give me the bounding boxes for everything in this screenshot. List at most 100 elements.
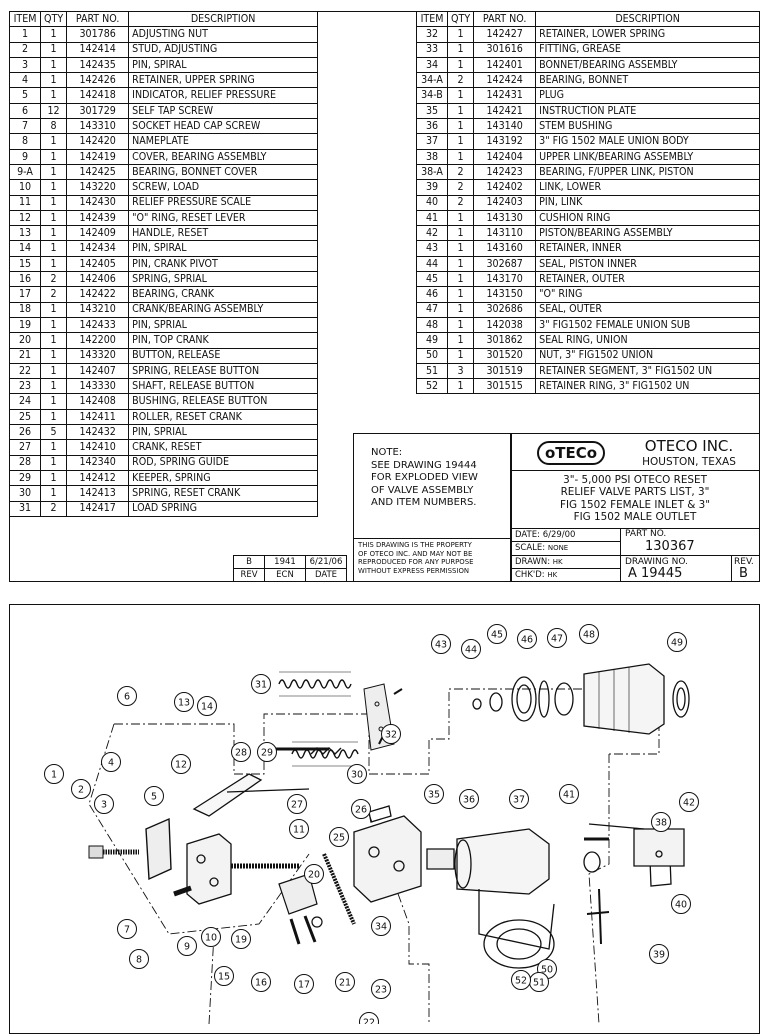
cell-qty: 1 — [39, 347, 68, 364]
cell-item: 17 — [9, 286, 41, 303]
cell-desc: CUSHION RING — [535, 209, 760, 227]
drawn-field: DRAWN: HK — [515, 557, 563, 567]
cell-item: 43 — [416, 240, 448, 257]
balloon-circle — [44, 764, 64, 784]
cell-qty: 1 — [39, 209, 68, 227]
part-no-value: 130367 — [645, 539, 695, 554]
notice-line: OF OTECO INC. AND MAY NOT BE — [358, 549, 473, 558]
balloon-circle — [651, 812, 671, 832]
chkd-label: CHK'D: — [515, 570, 545, 580]
cell-part: 142419 — [66, 148, 130, 165]
cell-qty: 1 — [446, 209, 475, 227]
balloon-label: 14 — [201, 702, 213, 713]
cell-qty: 1 — [446, 378, 475, 395]
title-line: FIG 1502 FEMALE INLET & 3" — [559, 498, 711, 511]
balloon-label: 7 — [124, 925, 130, 936]
balloon-circle — [431, 634, 451, 654]
cell-qty: 1 — [446, 26, 475, 43]
drawn-value: HK — [552, 558, 563, 566]
balloon-circle — [547, 628, 567, 648]
col-desc: DESCRIPTION — [535, 10, 760, 28]
cell-qty: 1 — [39, 469, 68, 487]
cell-part: 142414 — [66, 41, 130, 58]
cell-desc: SEAL, PISTON INNER — [535, 255, 760, 273]
cell-item: 51 — [416, 362, 448, 380]
cell-desc: SPRING, RELEASE BUTTON — [128, 362, 318, 380]
cell-part: 142435 — [66, 56, 130, 74]
balloon-label: 28 — [235, 748, 247, 759]
balloon-label: 31 — [255, 680, 267, 691]
drawn-label: DRAWN: — [515, 557, 551, 567]
cell-part: 143130 — [473, 209, 537, 227]
cell-part: 143220 — [66, 179, 130, 196]
cell-part: 143330 — [66, 378, 130, 395]
cell-part: 142426 — [66, 72, 130, 89]
balloon-label: 37 — [513, 795, 525, 806]
balloon-label: 39 — [653, 950, 665, 961]
cell-item: 38 — [416, 148, 448, 165]
balloon-circle — [371, 916, 391, 936]
chkd-value: HK — [547, 571, 558, 579]
cell-part: 142433 — [66, 316, 130, 334]
balloon-circle — [671, 894, 691, 914]
reset-handle-drawing — [192, 747, 342, 817]
cell-part: 142425 — [66, 163, 130, 181]
cell-part: 142424 — [473, 72, 537, 89]
cell-qty: 1 — [39, 72, 68, 89]
balloon-label: 34 — [375, 922, 387, 933]
balloon-label: 17 — [298, 980, 310, 991]
cell-qty: 1 — [446, 41, 475, 58]
notice-line: REPRODUCED FOR ANY PURPOSE — [358, 558, 474, 566]
cell-qty: 1 — [446, 240, 475, 257]
cell-qty: 1 — [39, 255, 68, 273]
balloon-circle — [424, 784, 444, 804]
chkd-field: CHK'D: HK — [515, 570, 557, 580]
cell-qty: 1 — [39, 87, 68, 104]
cell-qty: 1 — [39, 485, 68, 502]
load-spring-drawing — [278, 671, 359, 767]
cell-desc: "O" RING — [535, 286, 760, 303]
cell-part: 142427 — [473, 26, 537, 43]
cell-part: 302687 — [473, 255, 537, 273]
note-line: NOTE: — [371, 447, 403, 458]
cell-qty: 2 — [39, 500, 68, 517]
rev-header: REV — [233, 568, 265, 582]
cell-part: 142420 — [66, 133, 130, 150]
cell-qty: 2 — [446, 179, 475, 196]
cell-desc: RETAINER, UPPER SPRING — [128, 72, 318, 89]
cell-item: 42 — [416, 225, 448, 242]
cell-qty: 1 — [39, 26, 68, 43]
cell-qty: 1 — [39, 393, 68, 410]
adjusting-stud-drawing — [88, 817, 172, 881]
cell-desc: PIN, SPRIAL — [128, 424, 318, 441]
cell-item: 13 — [9, 225, 41, 242]
balloon-label: 30 — [351, 770, 363, 781]
cell-qty: 1 — [446, 118, 475, 135]
cell-qty: 1 — [446, 148, 475, 165]
cell-part: 142409 — [66, 225, 130, 242]
cell-desc: CRANK, RESET — [128, 439, 318, 456]
cell-item: 8 — [9, 133, 41, 150]
cell-desc: SPRING, SPRIAL — [128, 271, 318, 288]
balloon-label: 52 — [515, 976, 527, 987]
cell-part: 142417 — [66, 500, 130, 517]
title-line: 3"- 5,000 PSI OTECO RESET — [563, 474, 707, 486]
note: NOTE: SEE DRAWING 19444 FOR EXPLODED VIE… — [371, 447, 478, 510]
cell-item: 37 — [416, 133, 448, 150]
balloon-label: 42 — [683, 798, 695, 809]
cell-qty: 8 — [39, 118, 68, 135]
balloon-circle — [251, 674, 271, 694]
rev-letter: B — [233, 555, 265, 569]
cell-qty: 1 — [446, 255, 475, 273]
cell-item: 46 — [416, 286, 448, 303]
balloon-label: 19 — [235, 935, 247, 946]
